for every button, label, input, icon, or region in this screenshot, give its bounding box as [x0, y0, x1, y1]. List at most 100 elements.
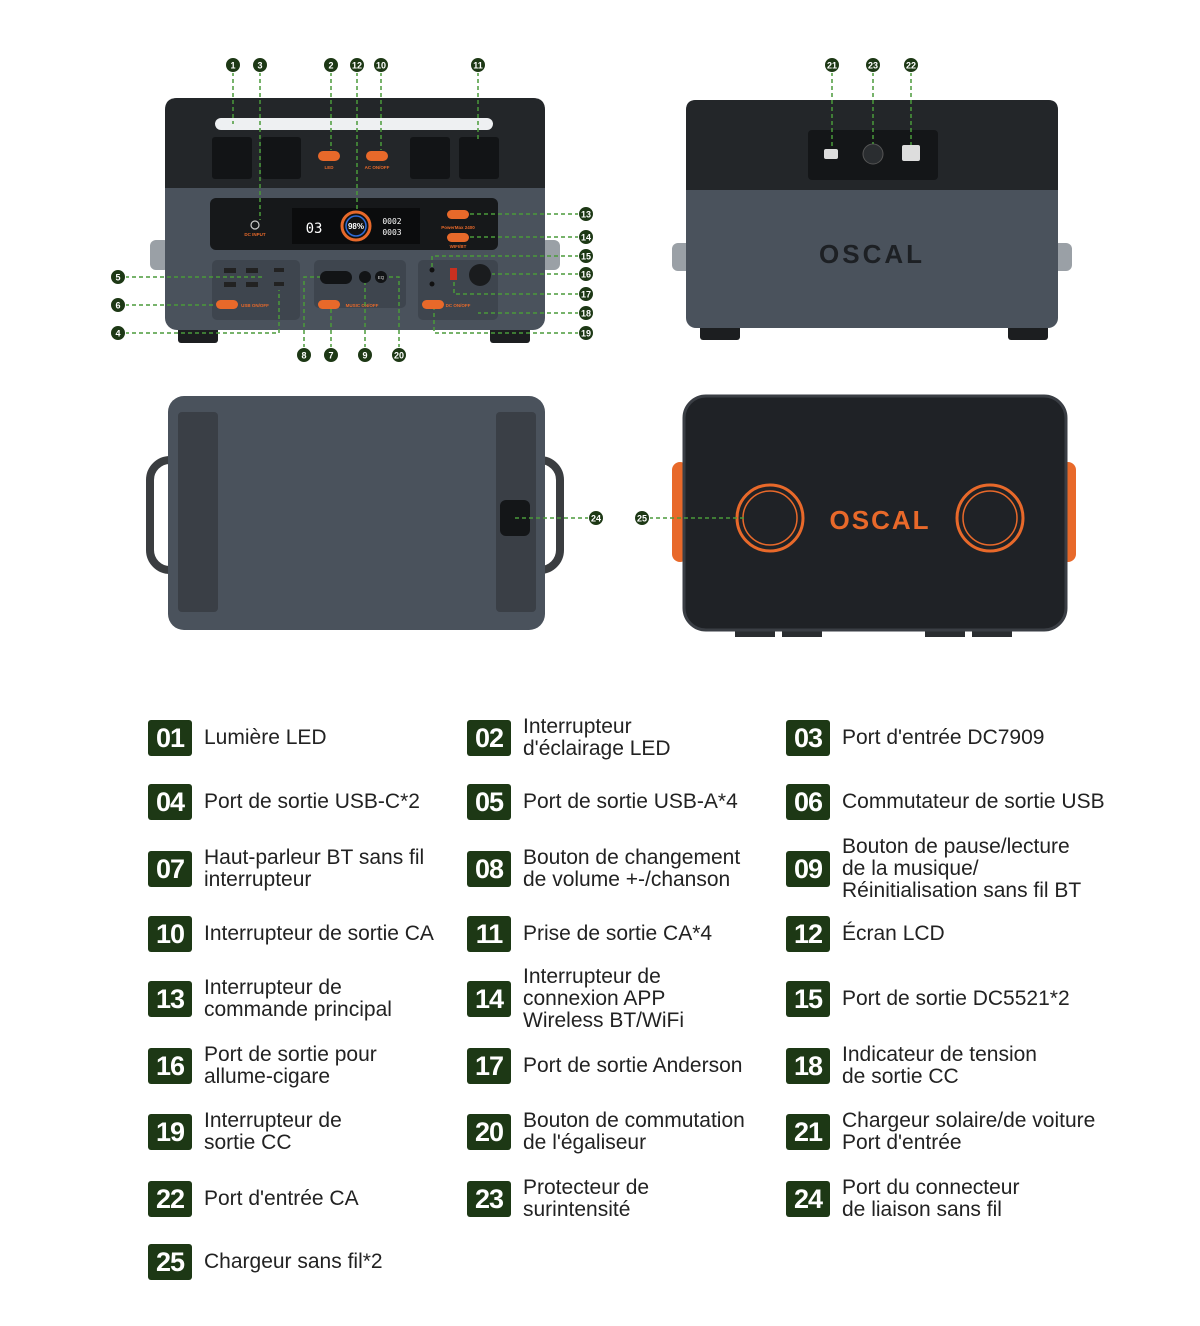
legend-number-badge: 23 — [467, 1181, 511, 1217]
callout-line-17 — [453, 280, 586, 295]
led-switch — [318, 151, 340, 161]
main-power-switch — [447, 210, 469, 219]
callout-5: 5 — [110, 269, 126, 285]
callout-number: 17 — [581, 290, 591, 300]
eq-button — [375, 271, 387, 283]
callout-12: 12 — [349, 57, 365, 73]
led-label: LED — [325, 165, 335, 170]
dc-input-port — [250, 220, 260, 230]
legend-item-20: 20 Bouton de commutation de l'égaliseur — [467, 1110, 745, 1154]
callout-number: 9 — [362, 351, 367, 361]
callout-21: 21 — [824, 57, 840, 73]
dc-switch — [422, 300, 444, 309]
legend-number-badge: 05 — [467, 784, 511, 820]
callout-19: 19 — [578, 325, 594, 341]
ac-outlet — [410, 137, 450, 179]
legend-item-24: 24 Port du connecteur de liaison sans fil — [786, 1177, 1019, 1221]
callout-22: 22 — [903, 57, 919, 73]
bottom-view — [146, 396, 564, 630]
product-diagram: LED AC ON/OFF DC INPUT 03 98% 0002 0003 … — [110, 57, 1076, 637]
legend-label: Haut-parleur BT sans fil interrupteur — [204, 846, 425, 891]
callout-number: 21 — [827, 61, 837, 71]
legend-label: Indicateur de tension de sortie CC — [842, 1043, 1037, 1088]
brand-logo-top: OSCAL — [830, 505, 931, 535]
legend-label: Interrupteur de sortie CC — [204, 1109, 342, 1154]
lcd-line1: 0002 — [382, 217, 401, 226]
callout-14: 14 — [578, 229, 594, 245]
callout-3: 3 — [252, 57, 268, 73]
callout-23: 23 — [865, 57, 881, 73]
callout-line-20 — [387, 276, 400, 355]
callout-number: 23 — [868, 61, 878, 71]
legend-number-badge: 12 — [786, 916, 830, 952]
legend-number-badge: 16 — [148, 1048, 192, 1084]
play-pause-button — [359, 271, 371, 283]
usb-onoff-label: USB ON/OFF — [241, 303, 269, 308]
lcd-line2: 0003 — [382, 228, 401, 237]
callout-number: 2 — [328, 61, 333, 71]
callout-6: 6 — [110, 297, 126, 313]
legend-number-badge: 03 — [786, 720, 830, 756]
legend-label: Port d'entrée CA — [204, 1187, 359, 1210]
legend-label: Interrupteur de commande principal — [204, 976, 392, 1021]
legend-number-badge: 11 — [467, 916, 511, 952]
callout-lines — [118, 65, 912, 519]
callout-number: 5 — [115, 273, 120, 283]
legend-label: Protecteur de surintensité — [523, 1176, 650, 1221]
legend-label: Interrupteur de connexion APP Wireless B… — [523, 965, 684, 1032]
legend-number-badge: 24 — [786, 1181, 830, 1217]
legend-label: Port de sortie USB-C*2 — [204, 790, 420, 813]
callout-number: 4 — [115, 329, 120, 339]
legend-number-badge: 08 — [467, 851, 511, 887]
legend-label: Chargeur solaire/de voiture Port d'entré… — [842, 1109, 1096, 1154]
legend-label: Lumière LED — [204, 726, 327, 749]
callout-17: 17 — [578, 286, 594, 302]
callout-line-19 — [433, 309, 586, 334]
music-onoff-label: MUSIC ON/OFF — [346, 303, 379, 308]
legend-item-01: 01 Lumière LED — [148, 720, 327, 756]
ac-outlet — [212, 137, 252, 179]
anderson-port — [450, 268, 457, 280]
legend-label: Commutateur de sortie USB — [842, 790, 1105, 813]
callout-number: 14 — [581, 233, 591, 243]
legend-label: Bouton de commutation de l'égaliseur — [523, 1109, 745, 1154]
callout-number: 10 — [376, 61, 386, 71]
legend-number-badge: 01 — [148, 720, 192, 756]
legend-label: Port du connecteur de liaison sans fil — [842, 1176, 1020, 1221]
callout-25: 25 — [634, 510, 650, 526]
eq-label: EQ — [378, 275, 385, 280]
lcd-battery: 98% — [348, 222, 364, 231]
callout-number: 22 — [906, 61, 916, 71]
front-view: LED AC ON/OFF DC INPUT 03 98% 0002 0003 … — [150, 98, 560, 343]
callout-number: 20 — [394, 351, 404, 361]
wireless-charger-right — [955, 483, 1025, 553]
legend-label: Port de sortie DC5521*2 — [842, 987, 1070, 1010]
back-view: OSCAL — [672, 100, 1072, 340]
callout-number: 11 — [473, 61, 483, 71]
legend-label: Interrupteur de sortie CA — [204, 922, 434, 945]
callout-number: 25 — [637, 514, 647, 524]
legend-number-badge: 04 — [148, 784, 192, 820]
ac-switch — [366, 151, 388, 161]
legend-item-04: 04 Port de sortie USB-C*2 — [148, 784, 420, 820]
brand-logo-back: OSCAL — [819, 239, 925, 269]
callout-line-15 — [431, 255, 586, 268]
legend-number-badge: 20 — [467, 1114, 511, 1150]
legend-number-badge: 25 — [148, 1244, 192, 1280]
legend-label: Prise de sortie CA*4 — [523, 922, 713, 945]
callout-number: 8 — [301, 351, 306, 361]
callout-7: 7 — [323, 347, 339, 363]
music-switch — [318, 300, 340, 309]
callout-number: 15 — [581, 252, 591, 262]
